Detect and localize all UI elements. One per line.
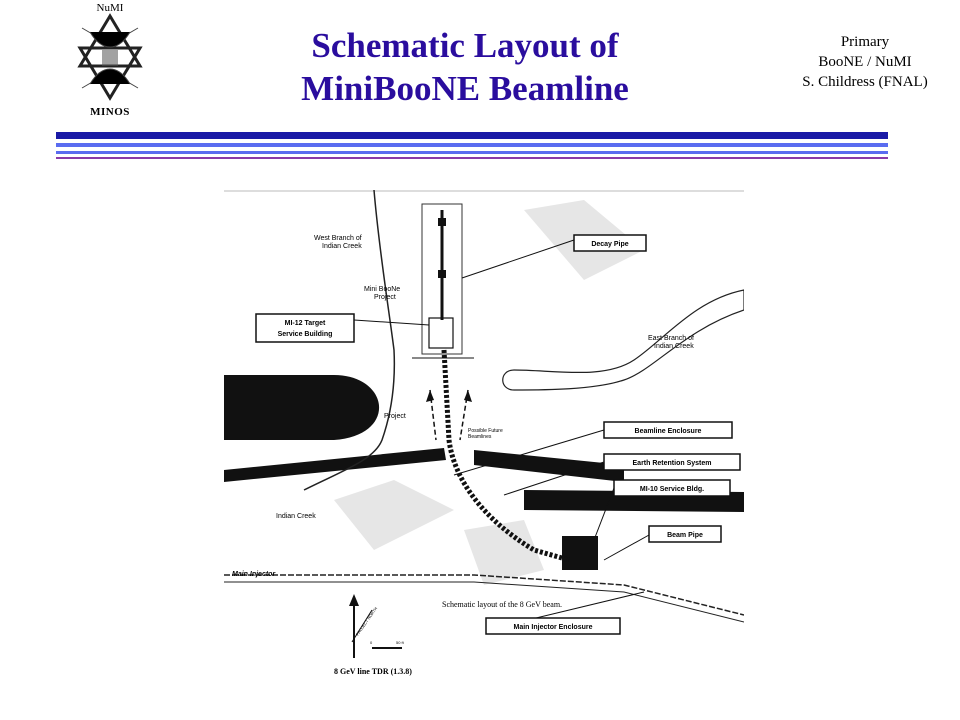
header-rule-dark [56, 132, 888, 139]
scale-bar: 0 50 ft [370, 640, 405, 649]
north-label: PROJECT NORTH [355, 606, 379, 637]
logo-bottom-text: MINOS [90, 106, 130, 118]
decay-pipe-marker-1 [438, 218, 446, 226]
beamline-schematic: Decay Pipe MI-12 Target Service Building… [224, 190, 744, 680]
beamline-enclosure-label: Beamline Enclosure [635, 428, 702, 435]
author-info: Primary BooNE / NuMI S. Childress (FNAL) [770, 32, 960, 92]
black-road-west [224, 448, 446, 482]
mi-enclosure-label: Main Injector Enclosure [514, 624, 593, 631]
black-road-east [474, 450, 624, 482]
decay-pipe-marker-2 [438, 270, 446, 278]
page-title: Schematic Layout of MiniBooNE Beamline [250, 24, 680, 110]
east-branch-label-2: Indian Creek [654, 343, 694, 350]
mi10-box: MI-10 Service Bldg. [613, 479, 731, 497]
mi10-label: MI-10 Service Bldg. [640, 486, 704, 493]
header-rule-purple [56, 157, 888, 159]
decay-pipe-label: Decay Pipe [591, 241, 628, 248]
beam-pipe-label: Beam Pipe [667, 532, 703, 539]
background-watermark [334, 200, 644, 585]
header-rule-light [56, 151, 888, 154]
mi-enclosure-box: Main Injector Enclosure [485, 617, 621, 635]
west-branch-label-2: Indian Creek [322, 243, 362, 250]
future-beamlines-label-2: Beamlines [468, 434, 492, 440]
header-rule-mid [56, 143, 888, 147]
beamline-corridor [421, 203, 463, 355]
numi-minos-logo: NuMI MINOS [62, 2, 158, 120]
tdr-reference: 8 GeV line TDR (1.3.8) [334, 667, 412, 676]
mi12-label-1: MI-12 Target [285, 320, 326, 327]
mi12-box: MI-12 Target Service Building [255, 313, 355, 343]
beamline-enclosure-box: Beamline Enclosure [603, 421, 733, 439]
earth-retention-box: Earth Retention System [603, 453, 741, 471]
beam-transfer-line [441, 349, 570, 563]
indian-creek-label: Indian Creek [276, 513, 316, 520]
main-injector-line [224, 574, 744, 616]
main-injector-label: Main Injector [232, 571, 276, 578]
east-branch-label-1: East Branch of [648, 335, 694, 342]
east-branch-creek [502, 289, 744, 391]
earth-retention-label: Earth Retention System [633, 460, 712, 467]
black-terrain-west [224, 375, 380, 440]
star-logo-icon [77, 13, 143, 101]
title-line-1: Schematic Layout of [311, 26, 619, 65]
info-line-2: BooNE / NuMI [818, 54, 912, 70]
project-label: Project [384, 413, 406, 420]
decay-pipe-box: Decay Pipe [573, 234, 647, 252]
info-line-3: S. Childress (FNAL) [802, 74, 928, 90]
scale-50: 50 ft [396, 640, 405, 645]
west-branch-label-1: West Branch of [314, 235, 362, 242]
info-line-1: Primary [840, 34, 890, 50]
target-hall [428, 317, 454, 349]
future-beamlines-label-1: Possible Future [468, 428, 503, 434]
caption: Schematic layout of the 8 GeV beam. [442, 600, 562, 609]
miniboone-label-2: Project [374, 294, 396, 301]
title-line-2: MiniBooNE Beamline [301, 69, 629, 108]
mi12-label-2: Service Building [278, 331, 333, 338]
west-branch-creek [303, 190, 396, 491]
beam-pipe-box: Beam Pipe [648, 525, 722, 543]
scale-zero: 0 [370, 640, 373, 645]
logo-top-text: NuMI [96, 2, 124, 14]
mi10-building-block [562, 536, 598, 570]
miniboone-label-1: Mini BooNe [364, 286, 400, 293]
